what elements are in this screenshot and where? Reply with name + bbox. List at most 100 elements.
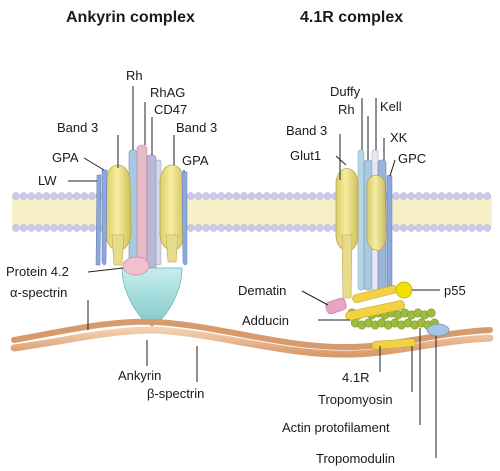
- title-ankyrin-complex: Ankyrin complex: [66, 9, 195, 26]
- lipid-head: [50, 192, 58, 200]
- lipid-head: [323, 192, 332, 200]
- lipid-head: [278, 192, 286, 200]
- lipid-head: [255, 192, 264, 200]
- lipid-head: [194, 192, 203, 200]
- lipid-head: [285, 224, 294, 232]
- band3-protein-2: [366, 174, 387, 251]
- p55-protein: [395, 281, 413, 299]
- gpc-protein: [386, 174, 393, 291]
- leader-dematin: [301, 290, 329, 306]
- lipid-head: [399, 192, 408, 200]
- label-duffy: Duffy: [330, 84, 361, 99]
- lipid-head: [57, 192, 66, 200]
- lipid-head: [42, 224, 51, 232]
- lipid-head: [19, 192, 28, 200]
- lipid-head: [255, 224, 264, 232]
- lipid-head: [460, 192, 469, 200]
- lipid-head: [316, 192, 324, 200]
- lipid-head: [452, 224, 461, 232]
- lipid-head: [422, 192, 431, 200]
- lipid-head: [57, 224, 66, 232]
- lipid-head: [27, 192, 36, 200]
- spectrin-network: [10, 318, 494, 358]
- leader-lines: [68, 86, 440, 458]
- label-dematin: Dematin: [238, 283, 286, 298]
- label-tropomyosin: Tropomyosin: [318, 392, 393, 407]
- lipid-head: [392, 192, 400, 200]
- ankyrin-labels: Rh RhAG CD47 Band 3 Band 3 GPA GPA LW Pr…: [6, 68, 217, 401]
- lipid-head: [308, 192, 317, 200]
- lipid-head: [278, 224, 286, 232]
- lipid-head: [475, 192, 484, 200]
- lipid-head: [270, 224, 279, 232]
- lipid-head: [422, 224, 431, 232]
- lipid-head: [232, 224, 241, 232]
- lipid-head: [262, 224, 271, 232]
- label-protein42: Protein 4.2: [6, 264, 69, 279]
- label-xk: XK: [390, 130, 408, 145]
- band3-right-stem: [165, 234, 179, 263]
- lipid-head: [80, 192, 89, 200]
- band3-right-protein: [159, 164, 186, 251]
- label-rh-2: Rh: [338, 102, 355, 117]
- lipid-head: [88, 192, 96, 200]
- title-4-1r-complex: 4.1R complex: [300, 9, 403, 26]
- dematin-protein: [325, 297, 347, 315]
- lipid-head: [80, 224, 89, 232]
- lipid-head: [247, 192, 256, 200]
- lipid-head: [50, 224, 58, 232]
- lipid-head: [202, 192, 210, 200]
- label-lw: LW: [38, 173, 57, 188]
- lipid-head: [437, 192, 446, 200]
- lipid-head: [42, 192, 51, 200]
- lipid-head: [186, 192, 195, 200]
- lipid-head: [430, 192, 438, 200]
- lipid-head: [407, 224, 416, 232]
- lipid-head: [240, 224, 248, 232]
- lipid-head: [224, 224, 233, 232]
- protein-4-2: [122, 256, 150, 276]
- lipid-head: [414, 224, 423, 232]
- cd47-protein: [146, 154, 157, 271]
- r41-labels: Duffy Rh Kell Band 3 XK Glut1 GPC Demati…: [238, 84, 466, 466]
- label-4-1r: 4.1R: [342, 370, 369, 385]
- lipid-head: [217, 224, 225, 232]
- lipid-head: [232, 192, 241, 200]
- lipid-head: [73, 224, 81, 232]
- lipid-head: [445, 224, 454, 232]
- lipid-head: [483, 224, 492, 232]
- lipid-head: [437, 224, 446, 232]
- label-p55: p55: [444, 283, 466, 298]
- gpa-left-protein: [101, 169, 108, 266]
- lipid-head: [65, 192, 73, 200]
- lipid-head: [224, 192, 233, 200]
- lipid-head: [65, 224, 73, 232]
- lipid-head: [308, 224, 317, 232]
- label-beta-spectrin: β-spectrin: [147, 386, 204, 401]
- alpha-spectrin-strand: [11, 318, 493, 351]
- lipid-head: [414, 192, 423, 200]
- lipid-head: [240, 192, 248, 200]
- label-band3-left: Band 3: [57, 120, 98, 135]
- leader-protein42: [87, 267, 124, 273]
- lipid-head: [262, 192, 271, 200]
- label-band3-right: Band 3: [176, 120, 217, 135]
- lipid-head: [392, 224, 400, 232]
- lipid-head: [445, 192, 454, 200]
- lipid-head: [285, 192, 294, 200]
- label-rhag: RhAG: [150, 85, 185, 100]
- r41-complex-proteins: [325, 149, 450, 350]
- actin-bead: [426, 308, 436, 318]
- lw-protein: [95, 174, 102, 266]
- beta-spectrin-strand: [10, 326, 494, 358]
- label-glut1: Glut1: [290, 148, 321, 163]
- lipid-head: [407, 192, 416, 200]
- lipid-head: [316, 224, 324, 232]
- lipid-head: [300, 224, 309, 232]
- lipid-head: [293, 224, 302, 232]
- lipid-head: [460, 224, 469, 232]
- leader-glut1: [335, 155, 347, 166]
- lipid-head: [293, 192, 302, 200]
- lipid-head: [12, 224, 20, 232]
